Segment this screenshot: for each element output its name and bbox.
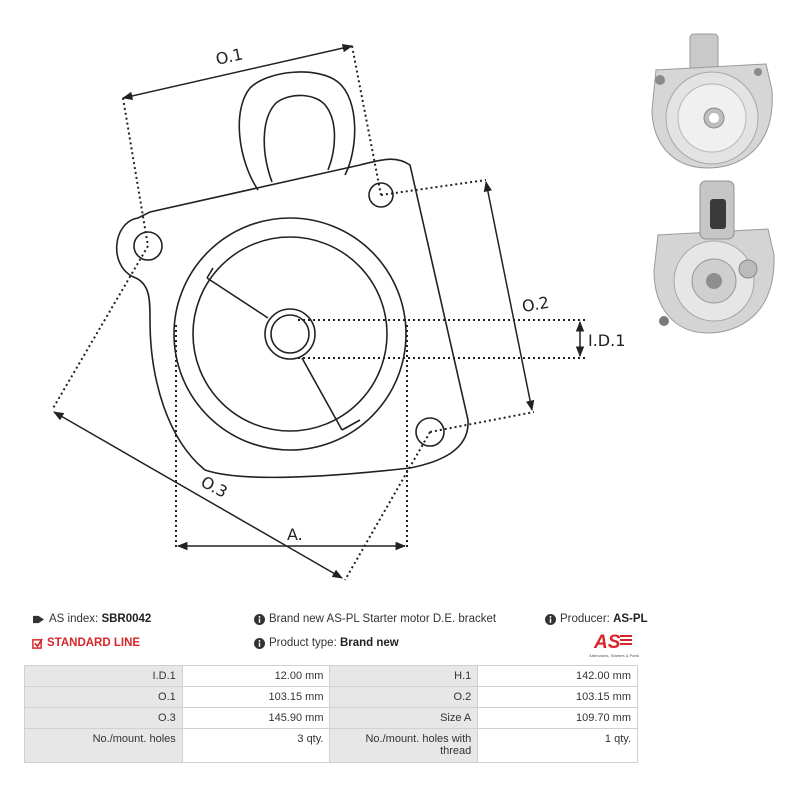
- info-icon: [254, 637, 265, 649]
- sector-line-upper: [206, 277, 269, 319]
- spec-key: H.1: [329, 665, 479, 687]
- product-photo-back: [653, 180, 775, 334]
- spec-key: O.2: [329, 686, 479, 708]
- product-type-value: Brand new: [339, 637, 399, 649]
- sector-line-lower-outer: [341, 419, 361, 431]
- as-pl-logo: AS Alternators, Starters & Parts: [589, 632, 639, 658]
- bore-outer-circle: [173, 217, 407, 451]
- producer: Producer: AS-PL: [545, 613, 648, 625]
- product-photo-front: [651, 33, 773, 169]
- mount-hole-bottom-right: [415, 417, 445, 447]
- spec-key: Size A: [329, 707, 479, 729]
- spec-key: O.3: [24, 707, 183, 729]
- svg-text:Alternators, Starters & Parts: Alternators, Starters & Parts: [589, 653, 639, 658]
- as-index: AS index: SBR0042: [32, 613, 151, 625]
- bore-inner-circle: [192, 236, 388, 432]
- table-row: O.1 103.15 mm O.2 103.15 mm: [24, 686, 638, 708]
- spec-value: 12.00 mm: [181, 665, 331, 687]
- spec-value: 103.15 mm: [181, 686, 331, 708]
- dim-o3-line: [53, 411, 343, 579]
- spec-value: 3 qty.: [181, 728, 331, 763]
- info-icon: [545, 613, 556, 625]
- sector-line-upper-outer: [206, 267, 214, 279]
- spec-table: I.D.1 12.00 mm H.1 142.00 mm O.1 103.15 …: [24, 665, 638, 763]
- spec-key: No./mount. holes with thread: [329, 728, 479, 763]
- table-row: I.D.1 12.00 mm H.1 142.00 mm: [24, 665, 638, 687]
- spec-value: 103.15 mm: [477, 686, 638, 708]
- label-o2: O.2: [520, 293, 550, 316]
- as-index-value: SBR0042: [101, 613, 152, 625]
- checkbox-icon: [32, 637, 43, 649]
- standard-line: STANDARD LINE: [32, 637, 140, 649]
- svg-text:AS: AS: [593, 632, 621, 653]
- table-row: O.3 145.90 mm Size A 109.70 mm: [24, 707, 638, 729]
- flange-outline: [115, 158, 469, 479]
- spec-key: No./mount. holes: [24, 728, 183, 763]
- dim-o1-line: [121, 43, 354, 101]
- product-description: Brand new AS-PL Starter motor D.E. brack…: [254, 613, 496, 625]
- label-o1: O.1: [214, 44, 245, 68]
- top-lug-outline: [238, 71, 356, 191]
- label-id1: I.D.1: [588, 331, 625, 350]
- mount-hole-top-right: [368, 182, 394, 208]
- spec-key: O.1: [24, 686, 183, 708]
- spec-value: 145.90 mm: [181, 707, 331, 729]
- info-icon: [254, 613, 265, 625]
- shaft-hole-outer: [264, 308, 316, 360]
- table-row: No./mount. holes 3 qty. No./mount. holes…: [24, 728, 638, 763]
- spec-key: I.D.1: [24, 665, 183, 687]
- mount-hole-left: [133, 231, 163, 261]
- product-type: Product type: Brand new: [254, 637, 399, 649]
- technical-drawing: O.1 O.2 O.3 A. I.D.1: [51, 43, 625, 581]
- tag-icon: [33, 615, 44, 623]
- spec-value: 109.70 mm: [477, 707, 638, 729]
- producer-value: AS-PL: [613, 613, 648, 625]
- shaft-hole-inner: [270, 314, 310, 354]
- spec-value: 1 qty.: [477, 728, 638, 763]
- sector-line-lower: [301, 357, 343, 431]
- label-a: A.: [287, 525, 303, 544]
- top-lug-inner: [263, 94, 336, 183]
- spec-value: 142.00 mm: [477, 665, 638, 687]
- dim-o2-line: [483, 180, 535, 412]
